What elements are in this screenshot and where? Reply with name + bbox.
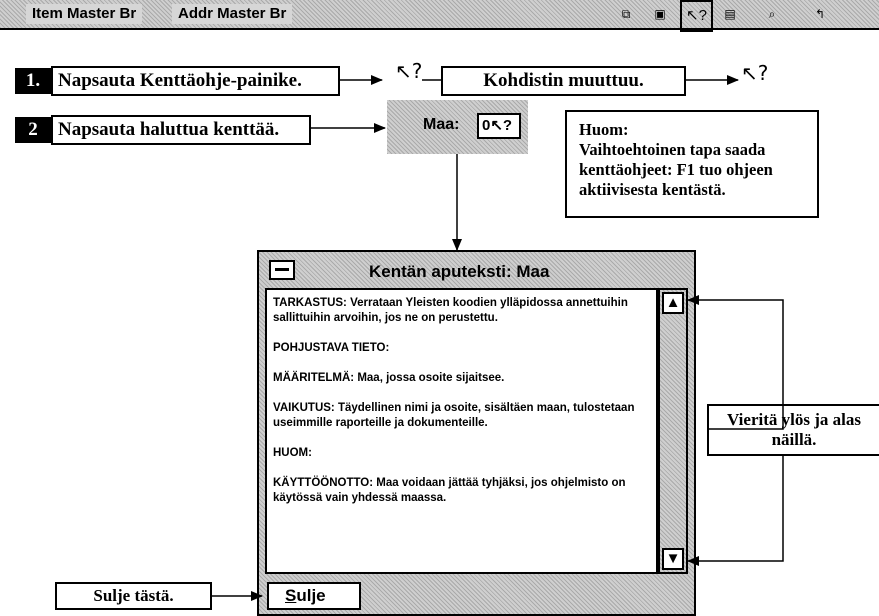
country-field-value: 0	[482, 117, 491, 134]
scroll-callout-line: näillä.	[771, 430, 817, 449]
scroll-callout: Vieritä ylös ja alas näillä.	[707, 404, 879, 456]
field-sample: Maa: 0↖?	[387, 100, 528, 154]
help-window: Kentän aputeksti: Maa TARKASTUS: Verrata…	[257, 250, 696, 616]
toolbar: Item Master Br Addr Master Br ⧉ ▣ ↖? ▤ ⌕…	[0, 0, 879, 32]
tab-addr-master[interactable]: Addr Master Br	[172, 4, 293, 24]
note-line: Vaihtoehtoinen tapa saada	[579, 140, 766, 159]
notes-icon[interactable]: ▤	[724, 7, 736, 21]
note-title: Huom:	[579, 120, 629, 139]
arrow-to-scroll-down	[687, 456, 784, 566]
note-line: aktiivisesta kentästä.	[579, 180, 726, 199]
help-paragraph: KÄYTTÖÖNOTTO: Maa voidaan jättää tyhjäks…	[273, 477, 626, 504]
help-paragraph: MÄÄRITELMÄ: Maa, jossa osoite sijaitsee.	[273, 372, 505, 384]
arrow-to-scroll-up	[687, 295, 784, 430]
close-callout: Sulje tästä.	[55, 582, 212, 610]
window-icon[interactable]: ▣	[654, 7, 666, 21]
tab-item-master[interactable]: Item Master Br	[26, 4, 143, 24]
help-cursor-icon: ↖?	[741, 61, 769, 85]
close-button[interactable]: Sulje	[267, 582, 361, 610]
help-cursor-icon: ↖?	[490, 117, 513, 134]
field-label: Maa:	[423, 116, 460, 133]
scroll-down-button[interactable]: ▼	[662, 548, 684, 570]
scroll-up-button[interactable]: ▲	[662, 292, 684, 314]
help-window-title: Kentän aputeksti: Maa	[369, 262, 550, 281]
help-paragraph: HUOM:	[273, 447, 312, 459]
step1-instruction: Napsauta Kenttäohje-painike.	[51, 66, 340, 96]
help-text-area[interactable]: TARKASTUS: Verrataan Yleisten koodien yl…	[265, 288, 658, 574]
help-paragraph: VAIKUTUS: Täydellinen nimi ja osoite, si…	[273, 402, 635, 429]
step1-number: 1.	[15, 68, 51, 94]
help-paragraph: POHJUSTAVA TIETO:	[273, 342, 390, 354]
step2-instruction: Napsauta haluttua kenttää.	[51, 115, 311, 145]
note-line: kenttäohjeet: F1 tuo ohjeen	[579, 160, 773, 179]
copy-icon[interactable]: ⧉	[621, 7, 631, 21]
help-cursor-icon[interactable]: ↖?	[680, 0, 713, 32]
close-button-label: ulje	[296, 586, 326, 605]
search-icon[interactable]: ⌕	[768, 7, 776, 21]
scrollbar[interactable]: ▲ ▼	[658, 288, 688, 574]
step2-number: 2	[15, 117, 51, 143]
help-paragraph: TARKASTUS: Verrataan Yleisten koodien yl…	[273, 297, 628, 324]
close-button-mnemonic: S	[285, 586, 297, 605]
cursor-change-note: Kohdistin muuttuu.	[441, 66, 686, 96]
help-cursor-icon: ↖?	[395, 59, 423, 83]
note-box: Huom: Vaihtoehtoinen tapa saada kenttäoh…	[565, 110, 819, 218]
exit-icon[interactable]: ↰	[814, 7, 826, 21]
country-field[interactable]: 0↖?	[477, 113, 521, 139]
scroll-callout-line: Vieritä ylös ja alas	[727, 410, 861, 429]
window-menu-button[interactable]	[269, 260, 295, 280]
